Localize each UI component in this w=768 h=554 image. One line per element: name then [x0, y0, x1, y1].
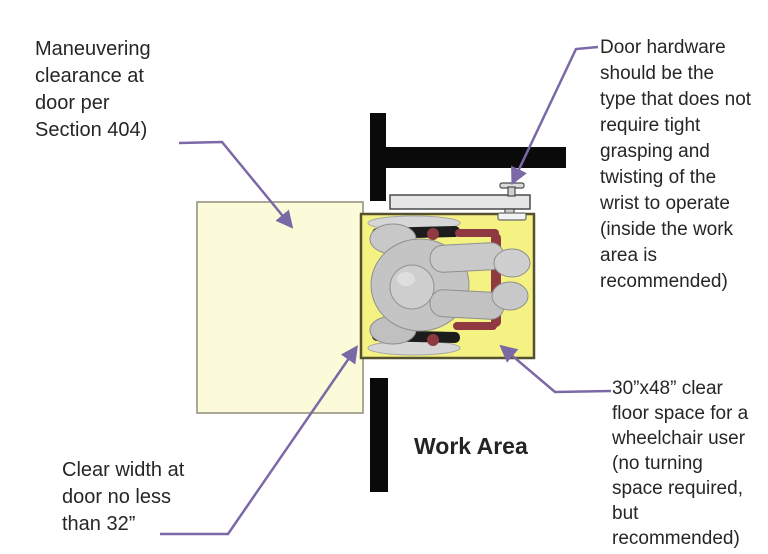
foot-top	[493, 248, 531, 278]
leg-top	[429, 242, 505, 273]
door-leaf	[389, 194, 531, 210]
head-highlight	[397, 272, 415, 286]
label-clear-floor-space: 30”x48” clear floor space for a wheelcha…	[612, 378, 749, 549]
leader-clear-width	[160, 345, 358, 536]
label-maneuvering-clearance: Maneuvering clearance at door per Sectio…	[35, 38, 151, 141]
maneuvering-clearance-area	[196, 201, 364, 414]
door-strike-bracket	[497, 212, 527, 221]
head	[389, 264, 435, 310]
leader-maneuvering	[178, 140, 294, 229]
leader-door-hardware	[511, 45, 599, 186]
wall-lower-vertical	[370, 378, 388, 492]
label-door-hardware: Door hardware should be the type that do…	[600, 37, 752, 292]
label-clear-width: Clear width at door no less than 32”	[62, 459, 185, 535]
leader-floor-space	[499, 344, 612, 394]
wheelchair-user-top-view	[367, 215, 531, 356]
foot-bottom	[491, 281, 529, 311]
wall-horizontal	[370, 147, 566, 168]
label-work-area: Work Area	[414, 433, 528, 459]
push-rim-bottom	[367, 340, 461, 356]
